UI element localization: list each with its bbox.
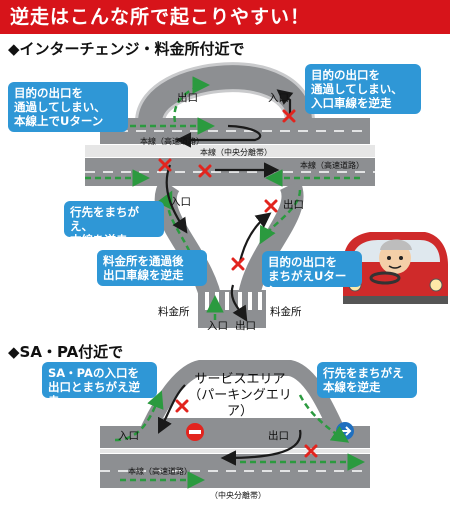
sapa-wrong-arrows: [158, 384, 302, 466]
wrong-way-arrows: [165, 89, 294, 322]
wrong-way-points: [158, 109, 296, 271]
callout-wrong-exit-uturn: 目的の出口を まちがえUターン: [262, 251, 362, 297]
sapa-wrong-way-points: [175, 399, 318, 458]
label-mainline-right: 本線（高速道路）: [300, 161, 364, 170]
label-sapa-exit: 出口: [268, 430, 289, 442]
section2-heading: ◆SA・PA付近で: [8, 343, 124, 361]
sapa-correct-arrows: [114, 390, 365, 489]
callout-sapa-entrance-wrong: SA・PAの入口を 出口とまちがえ逆走: [42, 362, 157, 408]
callout-after-tollgate-exit-lane: 料金所を通過後 出口車線を逆走: [97, 250, 207, 286]
page-title-banner: 逆走はこんな所で起こりやすい！: [0, 0, 450, 34]
label-sapa-median: （中央分離帯）: [210, 491, 266, 500]
callout-uturn-on-mainline: 目的の出口を 通過してしまい、 本線上でUターン: [8, 82, 128, 132]
callout-wrong-way-entrance-lane: 目的の出口を 通過してしまい、 入口車線を逆走: [305, 64, 421, 114]
label-mainline-left: 本線（高速道路）: [140, 137, 204, 146]
section1-heading: ◆インターチェンジ・料金所付近で: [8, 40, 245, 58]
label-sapa-entrance: 入口: [118, 430, 139, 442]
label-service-area: サービスエリア （パーキングエリア）: [188, 372, 292, 419]
label-median: 本線（中央分離帯）: [200, 148, 272, 157]
label-entrance-ramp: 入口: [170, 196, 191, 208]
label-exit-top: 出口: [177, 92, 198, 104]
label-tollgate-left: 料金所: [158, 306, 190, 318]
label-exit-tollgate: 出口: [235, 320, 256, 332]
wrong-way-driver-illustration: [343, 232, 448, 304]
label-sapa-mainline: 本線（高速道路）: [128, 467, 192, 476]
label-entrance-top: 入口: [268, 92, 289, 104]
label-entrance-tollgate: 入口: [207, 320, 228, 332]
callout-wrong-destination-mainline: 行先をまちがえ、 本線を逆走: [64, 201, 164, 247]
label-exit-ramp: 出口: [283, 199, 304, 211]
label-tollgate-right: 料金所: [270, 306, 302, 318]
callout-sapa-wrong-destination: 行先をまちがえ 本線を逆走: [317, 362, 417, 398]
